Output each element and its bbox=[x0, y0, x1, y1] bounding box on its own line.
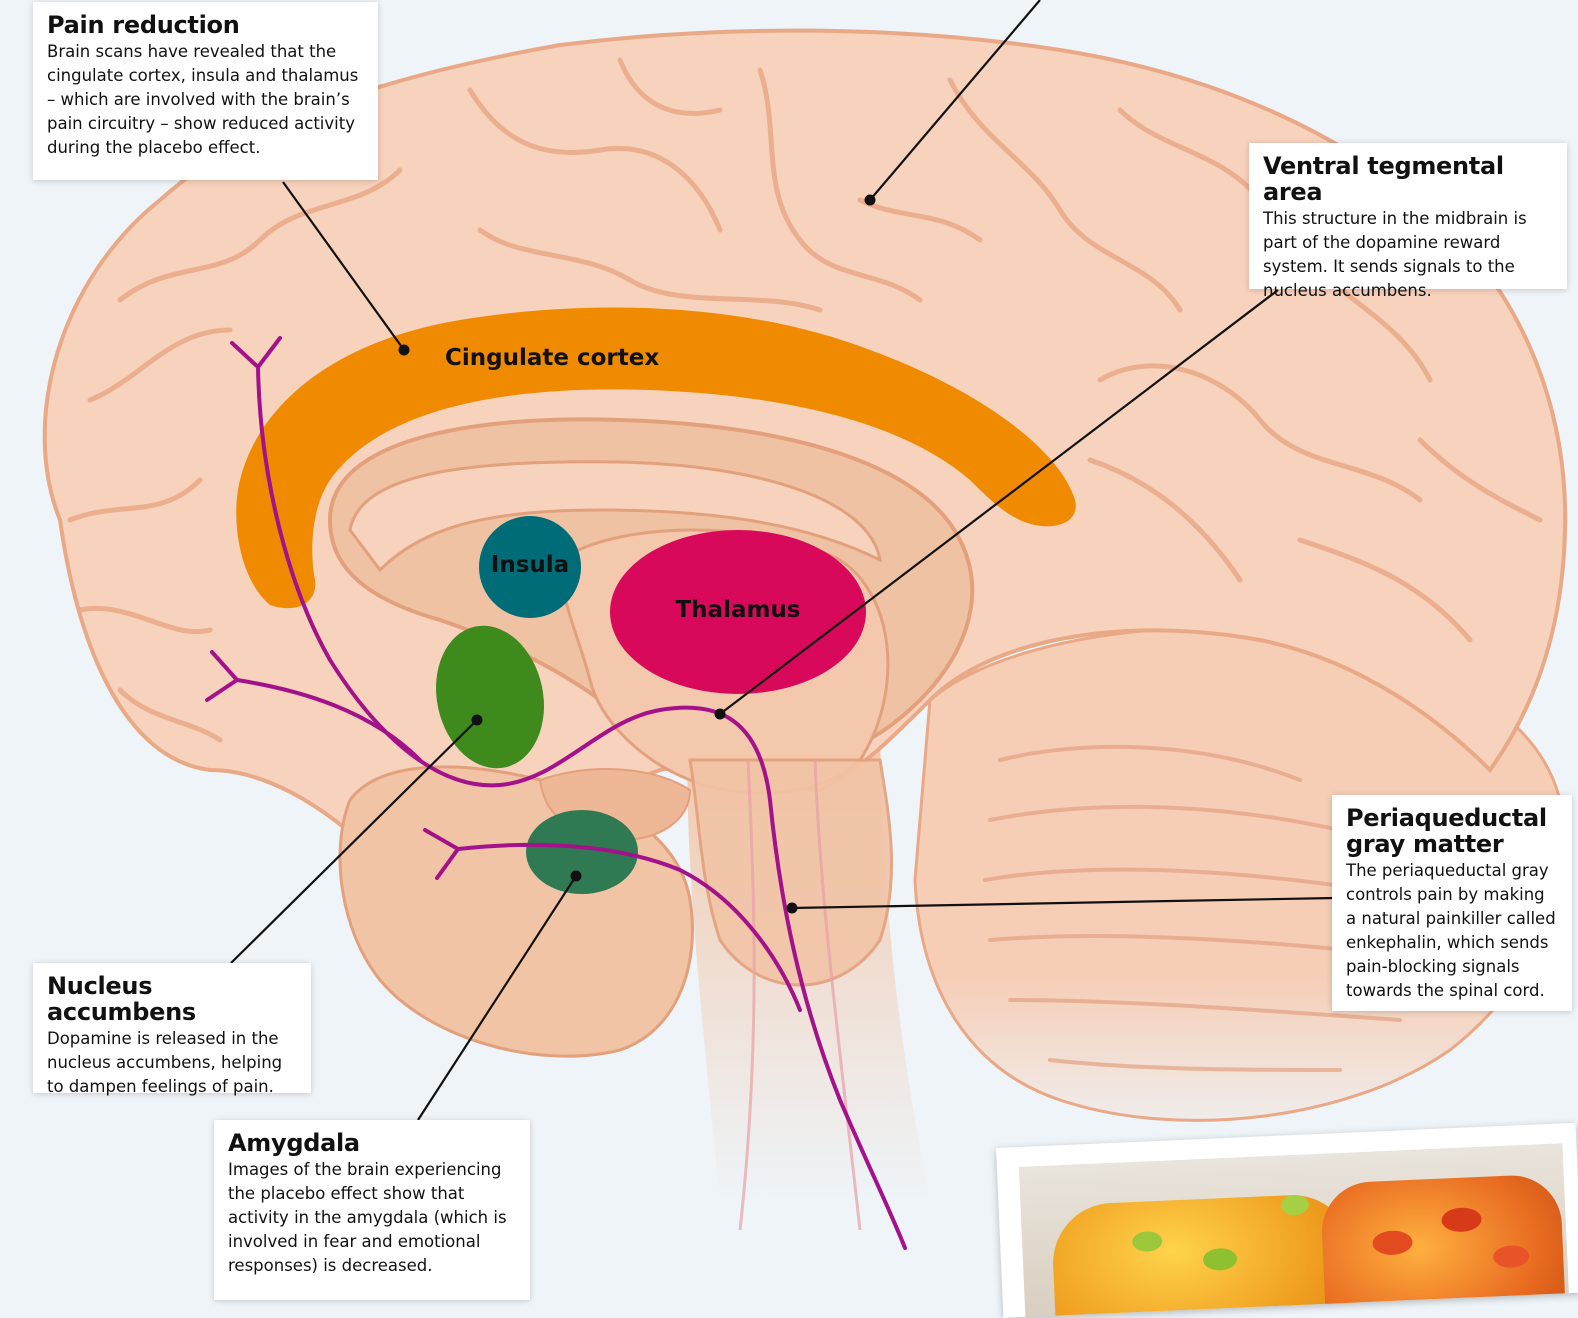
callout-title: Amygdala bbox=[228, 1130, 516, 1156]
callout-title-line1: Periaqueductal bbox=[1346, 805, 1558, 831]
callout-body: The periaqueductal gray controls pain by… bbox=[1346, 859, 1558, 1003]
insula-label: Insula bbox=[491, 552, 569, 578]
callout-title: Nucleus accumbens bbox=[47, 973, 297, 1025]
callout-title: Pain reduction bbox=[47, 12, 364, 38]
amygdala-callout: Amygdala Images of the brain experiencin… bbox=[214, 1120, 530, 1300]
pill-bottles-photo bbox=[996, 1123, 1578, 1318]
nucleus-accumbens-callout: Nucleus accumbens Dopamine is released i… bbox=[33, 963, 311, 1093]
callout-title: Ventral tegmental area bbox=[1263, 153, 1553, 205]
callout-body: Brain scans have revealed that the cingu… bbox=[47, 40, 364, 160]
cingulate-cortex-label: Cingulate cortex bbox=[445, 345, 659, 371]
callout-body: Dopamine is released in the nucleus accu… bbox=[47, 1027, 297, 1099]
thalamus-label: Thalamus bbox=[675, 597, 800, 623]
pain-reduction-callout: Pain reduction Brain scans have revealed… bbox=[33, 2, 378, 180]
callout-body: This structure in the midbrain is part o… bbox=[1263, 207, 1553, 303]
ventral-tegmental-callout: Ventral tegmental area This structure in… bbox=[1249, 143, 1567, 289]
callout-title-line2: gray matter bbox=[1346, 831, 1558, 857]
callout-body: Images of the brain experiencing the pla… bbox=[228, 1158, 516, 1278]
periaqueductal-callout: Periaqueductal gray matter The periaqued… bbox=[1332, 795, 1572, 1011]
